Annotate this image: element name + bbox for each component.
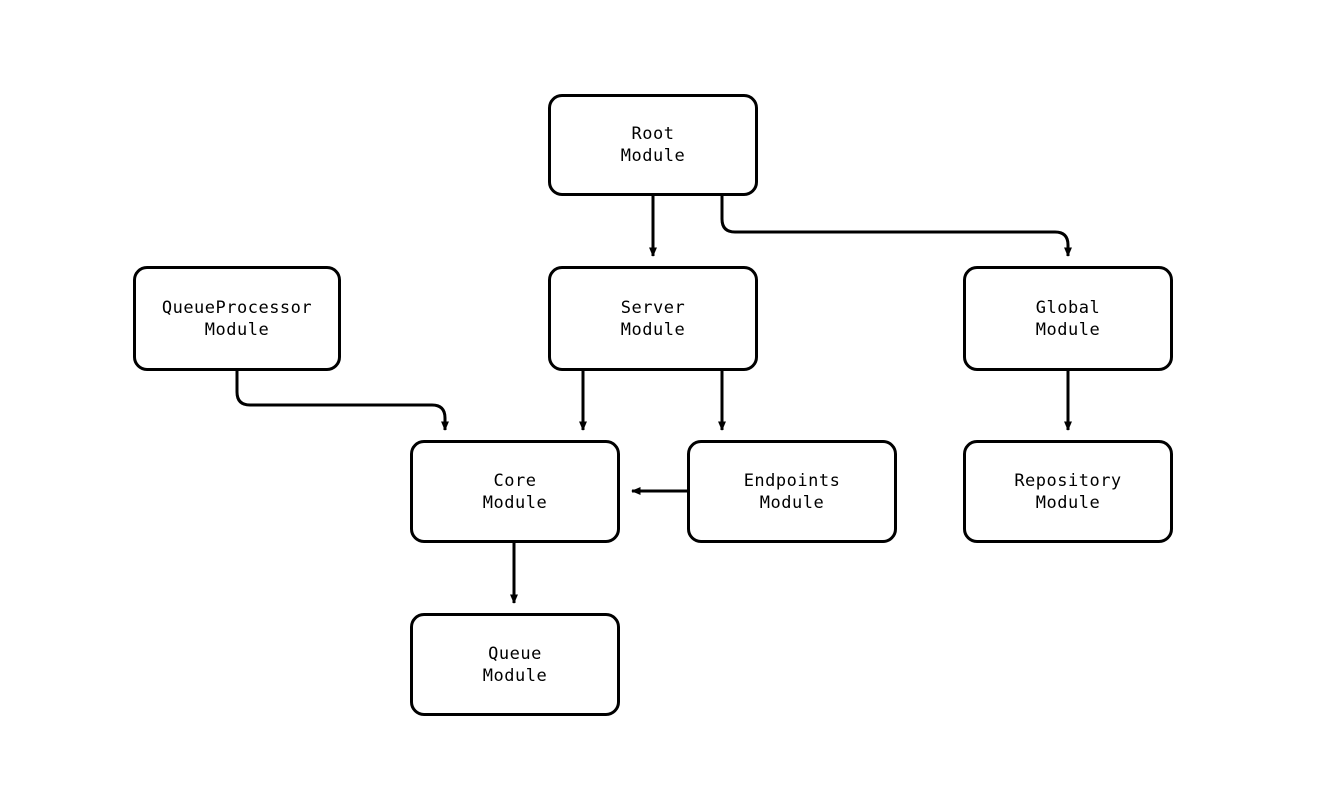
node-queueprocessor-module[interactable]: QueueProcessor Module <box>133 266 341 371</box>
node-subtitle: Module <box>482 492 548 513</box>
node-title: Core <box>493 470 537 491</box>
node-queue-module[interactable]: Queue Module <box>410 613 620 716</box>
node-subtitle: Module <box>482 665 548 686</box>
node-root-module[interactable]: Root Module <box>548 94 758 196</box>
node-core-module[interactable]: Core Module <box>410 440 620 543</box>
node-title: Root <box>631 124 675 144</box>
node-title: Repository <box>1014 470 1122 491</box>
node-title: QueueProcessor <box>161 297 313 318</box>
node-subtitle: Module <box>620 146 686 166</box>
node-title: Queue <box>488 643 542 664</box>
node-endpoints-module[interactable]: Endpoints Module <box>687 440 897 543</box>
node-server-module[interactable]: Server Module <box>548 266 758 371</box>
edge-queueprocessor-core <box>235 371 449 431</box>
node-global-module[interactable]: Global Module <box>963 266 1173 371</box>
edge-root-global <box>720 196 1072 257</box>
node-subtitle: Module <box>204 319 270 340</box>
node-subtitle: Module <box>1035 492 1101 513</box>
node-repository-module[interactable]: Repository Module <box>963 440 1173 543</box>
node-title: Server <box>620 297 686 318</box>
node-subtitle: Module <box>1035 319 1101 340</box>
node-title: Endpoints <box>743 470 841 491</box>
node-title: Global <box>1035 297 1101 318</box>
node-subtitle: Module <box>620 319 686 340</box>
node-subtitle: Module <box>759 492 825 513</box>
